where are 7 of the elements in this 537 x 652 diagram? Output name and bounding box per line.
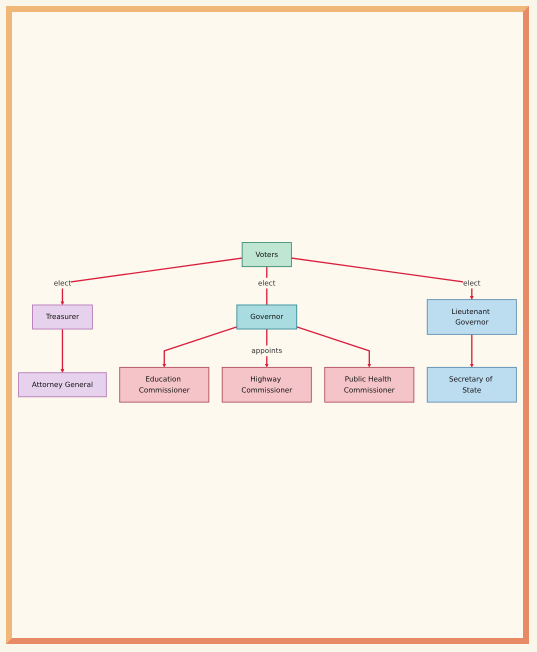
arrow [60,258,242,306]
arrow [291,258,474,300]
arrow [60,329,64,374]
arrow [296,326,372,368]
arrow [162,326,238,368]
connector [266,266,268,306]
arrow [470,334,474,368]
